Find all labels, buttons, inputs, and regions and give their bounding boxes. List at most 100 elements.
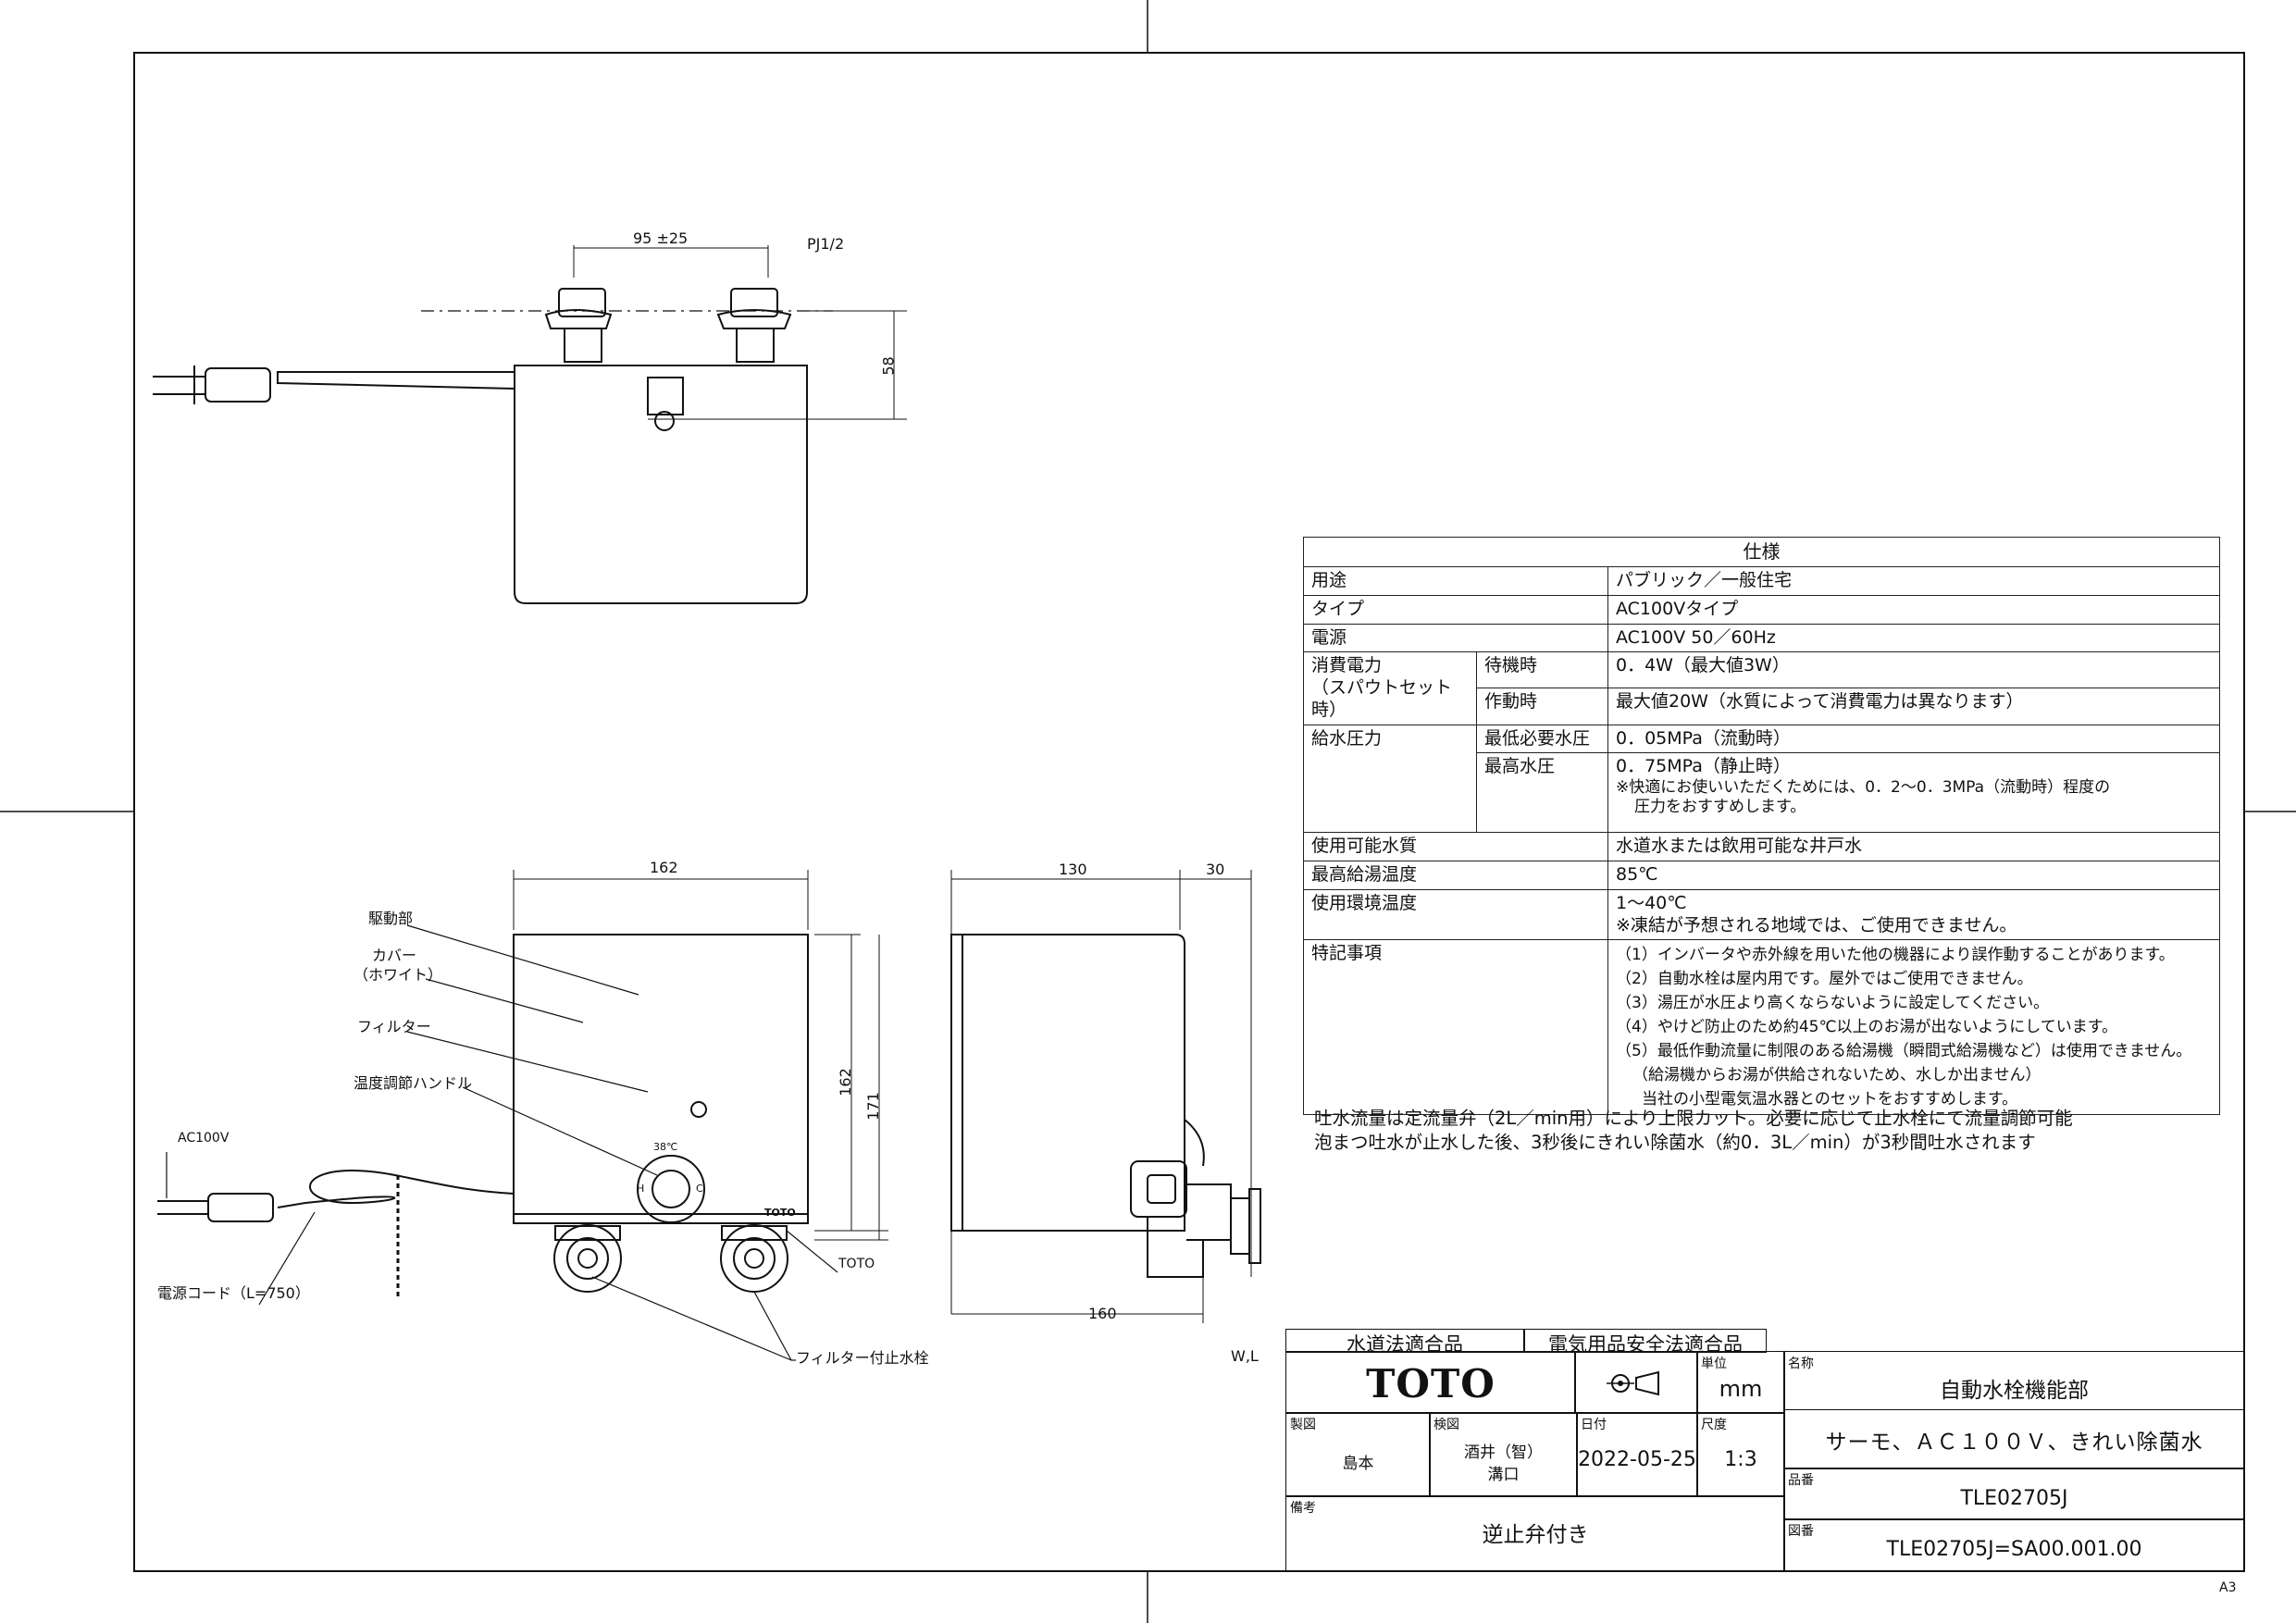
spec-value: 最大値20W（水質によって消費電力は異なります） — [1607, 688, 2220, 725]
scale-label: 尺度 — [1701, 1418, 1727, 1432]
spec-value: 0．75MPa（静止時） ※快適にお使いいただくためには、0．2～0．3MPa（… — [1607, 752, 2220, 834]
unit-cell: 単位 mm — [1696, 1351, 1785, 1414]
side-view — [950, 870, 1261, 1323]
drawing-number-label: 図番 — [1788, 1524, 1814, 1539]
label-filter: フィルター — [357, 1018, 431, 1035]
handle-h-mark: H — [637, 1183, 645, 1195]
scale-value: 1:3 — [1724, 1448, 1757, 1471]
spec-key: タイプ — [1303, 594, 1608, 625]
drawn-by: 島本 — [1342, 1455, 1374, 1473]
spec-subkey: 作動時 — [1476, 688, 1608, 725]
remark-cell: 備考 逆止弁付き — [1285, 1495, 1785, 1571]
front-view — [157, 870, 888, 1361]
product-name: 自動水栓機能部 — [1940, 1379, 2089, 1403]
label-cover: カバー — [372, 947, 417, 964]
spec-value: 0．05MPa（流動時） — [1607, 724, 2220, 754]
unit-brand-mark: TOTO — [764, 1207, 796, 1219]
spec-key-line: （スパウトセット時） — [1311, 677, 1453, 720]
dim-pitch: 95 ±25 — [633, 229, 689, 247]
part-cell: 品番 TLE02705J — [1783, 1468, 2245, 1520]
checked-by-1: 酒井（智） — [1464, 1443, 1543, 1462]
dim-30: 30 — [1206, 861, 1225, 878]
dim-pj: PJ1/2 — [807, 235, 845, 253]
remark-label: 備考 — [1290, 1501, 1316, 1516]
label-power-cord: 電源コード（L=750） — [157, 1284, 310, 1302]
label-drive: 駆動部 — [368, 910, 414, 927]
drawing-number: TLE02705J=SA00.001.00 — [1886, 1538, 2142, 1561]
label-toto: TOTO — [838, 1257, 875, 1271]
drawn-cell: 製図 島本 — [1285, 1412, 1431, 1497]
spec-subkey: 最高水圧 — [1476, 752, 1608, 834]
dwg-cell: 図番 TLE02705J=SA00.001.00 — [1783, 1518, 2245, 1571]
name-label: 名称 — [1788, 1357, 1814, 1371]
spec-value: 水道水または飲用可能な井戸水 — [1607, 832, 2220, 861]
spec-value: パブリック／一般住宅 — [1607, 566, 2220, 596]
remark-value: 逆止弁付き — [1482, 1523, 1589, 1547]
dim-130: 130 — [1059, 861, 1087, 878]
spec-note: （4）やけど防止のため約45℃以上のお湯が出ないようにしています。 — [1616, 1018, 2117, 1037]
spec-note: 圧力をおすすめします。 — [1634, 798, 1806, 817]
spec-key: 電源 — [1303, 623, 1608, 653]
handle-c-mark: C — [696, 1183, 703, 1195]
projection-cell — [1574, 1351, 1698, 1414]
unit-value: mm — [1719, 1376, 1763, 1402]
date-label: 日付 — [1581, 1418, 1607, 1432]
spec-value: 85℃ — [1607, 861, 2220, 890]
third-angle-projection-icon — [1607, 1370, 1659, 1396]
spec-key: 使用可能水質 — [1303, 832, 1608, 861]
spec-value-line: 1～40℃ — [1616, 892, 1687, 913]
spec-title: 仕様 — [1303, 537, 2220, 567]
logo-cell: TOTO — [1285, 1351, 1576, 1414]
spec-note: （2）自動水栓は屋内用です。屋外ではご使用できません。 — [1616, 970, 2033, 989]
note-line: 吐水流量は定流量弁（2L／min用）により上限カット。必要に応じて止水栓にて流量… — [1314, 1108, 2073, 1129]
cert-electric: 電気用品安全法適合品 — [1524, 1329, 1767, 1356]
spec-key-line: 消費電力 — [1311, 655, 1383, 676]
product-subname: サーモ、ＡＣ１００Ｖ、きれい除菌水 — [1825, 1431, 2203, 1455]
date-value: 2022-05-25 — [1578, 1448, 1696, 1471]
label-temp-handle: 温度調節ハンドル — [354, 1074, 473, 1092]
spec-note: （5）最低作動流量に制限のある給湯機（瞬間式給湯機など）は使用できません。 — [1616, 1042, 2192, 1061]
part-number: TLE02705J — [1960, 1487, 2068, 1510]
label-ac100v: AC100V — [178, 1131, 230, 1146]
check-label: 検図 — [1433, 1418, 1459, 1432]
spec-note: 当社の小型電気温水器とのセットをおすすめします。 — [1642, 1090, 2018, 1109]
drawn-label: 製図 — [1290, 1418, 1316, 1432]
spec-value: AC100Vタイプ — [1607, 594, 2220, 625]
spec-value: （1）インバータや赤外線を用いた他の機器により誤作動することがあります。 （2）… — [1607, 939, 2220, 1116]
spec-key: 特記事項 — [1303, 939, 1608, 1116]
cert-water-text: 水道法適合品 — [1347, 1333, 1463, 1356]
spec-key: 消費電力（スパウトセット時） — [1303, 651, 1477, 725]
unit-label: 単位 — [1701, 1357, 1727, 1371]
flow-notes: 吐水流量は定流量弁（2L／min用）により上限カット。必要に応じて止水栓にて流量… — [1314, 1107, 2073, 1155]
spec-value: 0．4W（最大値3W） — [1607, 651, 2220, 689]
label-wl: W,L — [1231, 1347, 1259, 1365]
spec-note: （3）湯圧が水圧より高くならないように設定してください。 — [1616, 994, 2050, 1013]
part-label: 品番 — [1788, 1473, 1814, 1488]
spec-key: 最高給湯温度 — [1303, 861, 1608, 890]
cert-water: 水道法適合品 — [1285, 1329, 1524, 1356]
dim-171: 171 — [863, 1092, 882, 1121]
scale-cell: 尺度 1:3 — [1696, 1412, 1785, 1497]
dim-162-height: 162 — [836, 1068, 854, 1096]
toto-logo: TOTO — [1366, 1361, 1496, 1406]
spec-value: AC100V 50／60Hz — [1607, 623, 2220, 653]
date-cell: 日付 2022-05-25 — [1576, 1412, 1698, 1497]
spec-key: 使用環境温度 — [1303, 888, 1608, 941]
spec-value-line: 0．75MPa（静止時） — [1616, 756, 1791, 777]
label-cover-white: （ホワイト） — [354, 966, 443, 984]
cert-electric-text: 電気用品安全法適合品 — [1548, 1333, 1743, 1356]
spec-subkey: 最低必要水圧 — [1476, 724, 1608, 754]
name-cell: 名称 自動水栓機能部 サーモ、ＡＣ１００Ｖ、きれい除菌水 — [1783, 1351, 2245, 1469]
spec-key: 用途 — [1303, 566, 1608, 596]
checked-by-2: 溝口 — [1487, 1466, 1520, 1484]
top-view — [153, 245, 907, 604]
spec-note: （給湯機からお湯が供給されないため、水しか出ません） — [1632, 1066, 2042, 1085]
spec-value-line: ※凍結が予想される地域では、ご使用できません。 — [1616, 914, 2017, 935]
spec-subkey: 待機時 — [1476, 651, 1608, 689]
dim-58: 58 — [879, 356, 898, 376]
spec-note: ※快適にお使いいただくためには、0．2～0．3MPa（流動時）程度の — [1616, 778, 2111, 797]
spec-note: （1）インバータや赤外線を用いた他の機器により誤作動することがあります。 — [1616, 946, 2175, 965]
check-cell: 検図 酒井（智） 溝口 — [1429, 1412, 1578, 1497]
